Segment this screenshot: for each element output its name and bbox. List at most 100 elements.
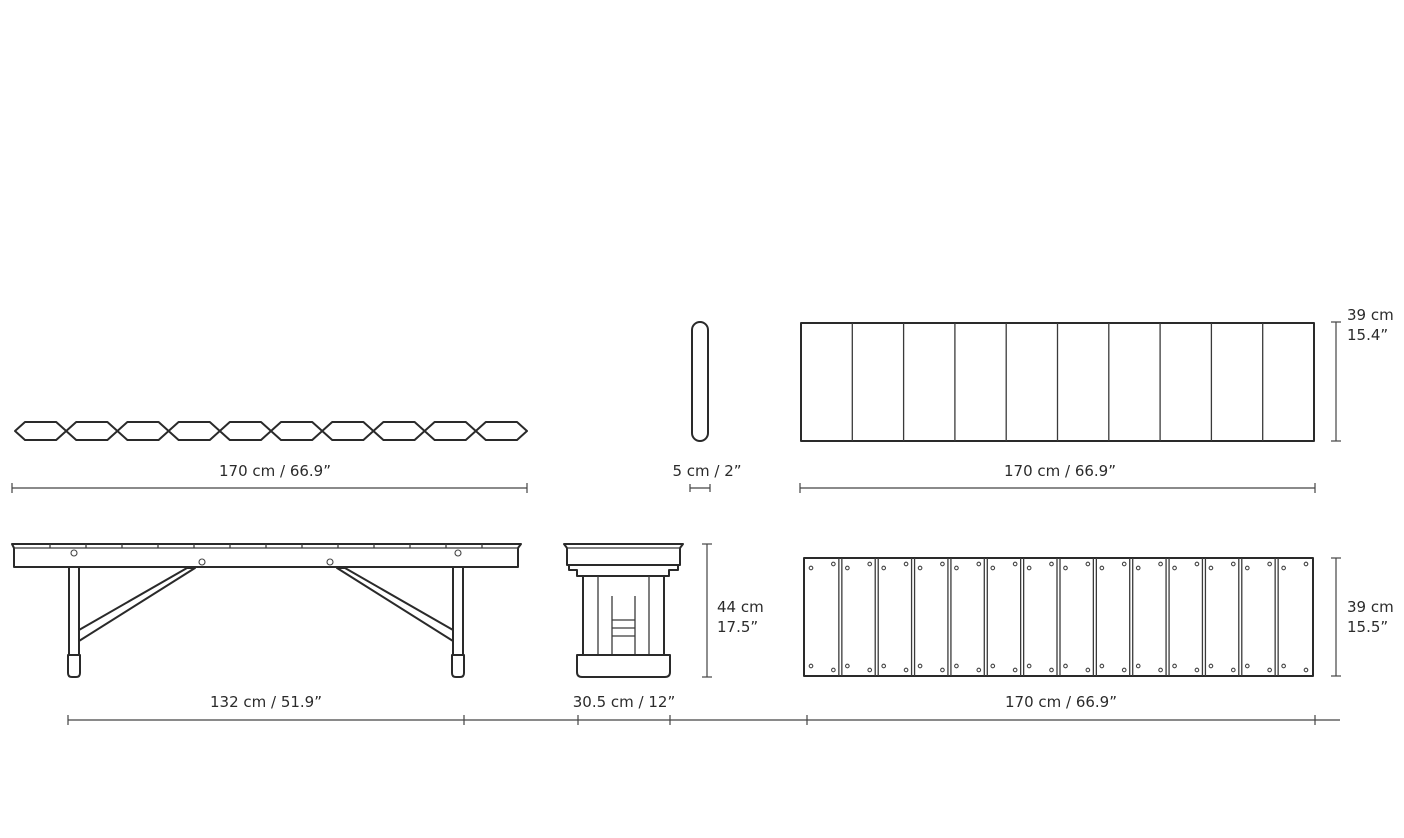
screw-marker xyxy=(954,565,959,571)
screw-marker xyxy=(976,667,982,673)
dimension-leg-span: 132 cm / 51.9” xyxy=(67,693,465,725)
slat-section xyxy=(116,421,170,441)
slat-section xyxy=(372,421,426,441)
screw-marker xyxy=(917,565,923,571)
screw-marker xyxy=(808,565,814,571)
screw-marker xyxy=(831,561,836,567)
dimension-top-view-length: 170 cm / 66.9” xyxy=(11,462,528,493)
screw-marker xyxy=(1135,565,1141,571)
slat-section xyxy=(321,421,375,441)
screw-marker xyxy=(1026,663,1032,669)
screw-marker xyxy=(1012,561,1018,567)
screw-marker xyxy=(881,663,887,669)
label-bottom-panel-depth-in: 15.5” xyxy=(1347,618,1388,636)
screw-marker xyxy=(917,663,923,669)
label-top-view-length: 170 cm / 66.9” xyxy=(219,462,331,480)
screw-marker xyxy=(1085,561,1091,567)
screw-marker xyxy=(1063,663,1068,669)
single-slat-end-view xyxy=(691,321,709,442)
slat-section xyxy=(14,421,68,441)
screw-marker xyxy=(1085,667,1091,673)
screw-marker xyxy=(1012,667,1018,673)
screw-marker xyxy=(867,561,873,567)
screw-marker xyxy=(903,561,909,567)
screw-marker xyxy=(1099,565,1105,571)
bolt-marker xyxy=(454,549,462,557)
screw-marker xyxy=(1049,561,1054,567)
dimension-slat-panel-length: 170 cm / 66.9” xyxy=(799,462,1316,493)
screw-marker xyxy=(881,565,887,571)
screw-marker xyxy=(845,565,850,571)
screw-marker xyxy=(808,663,814,669)
slat-section xyxy=(474,421,528,441)
bolt-marker xyxy=(326,558,334,566)
screw-marker xyxy=(903,667,909,673)
screw-marker xyxy=(1158,667,1163,673)
screw-marker xyxy=(1049,667,1054,673)
screw-marker xyxy=(1244,663,1250,669)
screw-marker xyxy=(831,667,836,673)
screw-marker xyxy=(1230,561,1236,567)
slat-section xyxy=(65,421,119,441)
screw-marker xyxy=(1135,663,1141,669)
screw-marker xyxy=(1172,663,1177,669)
screw-marker xyxy=(1194,561,1200,567)
dimension-side-depth: 30.5 cm / 12” xyxy=(464,693,807,725)
slat-joint-ticks xyxy=(49,544,483,548)
screw-marker xyxy=(1208,565,1214,571)
screw-marker xyxy=(1281,565,1286,571)
label-slat-panel-depth-cm: 39 cm xyxy=(1347,306,1394,324)
label-leg-span: 132 cm / 51.9” xyxy=(210,693,322,711)
slat-section xyxy=(423,421,477,441)
label-bottom-panel-depth-cm: 39 cm xyxy=(1347,598,1394,616)
bolt-marker xyxy=(70,549,78,557)
dimension-bottom-panel-length: 170 cm / 66.9” xyxy=(806,693,1340,725)
screw-marker xyxy=(1267,561,1272,567)
slat-panel-top-view xyxy=(800,322,1315,442)
screw-marker xyxy=(1099,663,1105,669)
screw-marker xyxy=(845,663,850,669)
screw-marker xyxy=(1303,561,1309,567)
label-slat-panel-length: 170 cm / 66.9” xyxy=(1004,462,1116,480)
screw-marker xyxy=(976,561,982,567)
screw-marker xyxy=(1026,565,1032,571)
screw-marker xyxy=(1244,565,1250,571)
dimension-bottom-panel-depth: 39 cm 15.5” xyxy=(1331,557,1394,677)
slat-cross-section-row xyxy=(14,421,528,441)
dimension-slat-panel-depth: 39 cm 15.4” xyxy=(1331,306,1394,442)
screw-marker xyxy=(990,663,996,669)
screw-marker xyxy=(1121,561,1127,567)
screw-marker xyxy=(1063,565,1068,571)
slat-section xyxy=(218,421,272,441)
screw-marker xyxy=(990,565,996,571)
screw-marker xyxy=(1281,663,1286,669)
bolt-marker xyxy=(198,558,206,566)
slat-section xyxy=(270,421,324,441)
label-slat-panel-depth-in: 15.4” xyxy=(1347,326,1388,344)
slat-section xyxy=(167,421,221,441)
screw-marker xyxy=(1121,667,1127,673)
screw-marker xyxy=(940,667,945,673)
dimension-height: 44 cm 17.5” xyxy=(702,543,764,678)
screw-marker xyxy=(1303,667,1309,673)
screw-marker xyxy=(940,561,945,567)
screw-marker xyxy=(1194,667,1200,673)
screw-marker xyxy=(1267,667,1272,673)
screw-marker xyxy=(1158,561,1163,567)
screw-marker xyxy=(954,663,959,669)
slat-panel-underside-view xyxy=(803,557,1314,677)
label-bottom-panel-length: 170 cm / 66.9” xyxy=(1005,693,1117,711)
label-height-in: 17.5” xyxy=(717,618,758,636)
screw-marker xyxy=(1230,667,1236,673)
screw-marker xyxy=(1172,565,1177,571)
bench-end-elevation xyxy=(563,543,684,678)
bench-side-elevation xyxy=(11,543,522,678)
label-height-cm: 44 cm xyxy=(717,598,764,616)
label-slat-thickness: 5 cm / 2” xyxy=(672,462,741,480)
screw-marker xyxy=(1208,663,1214,669)
screw-marker xyxy=(867,667,873,673)
dimension-slat-thickness: 5 cm / 2” xyxy=(672,462,742,492)
label-side-depth: 30.5 cm / 12” xyxy=(573,693,675,711)
